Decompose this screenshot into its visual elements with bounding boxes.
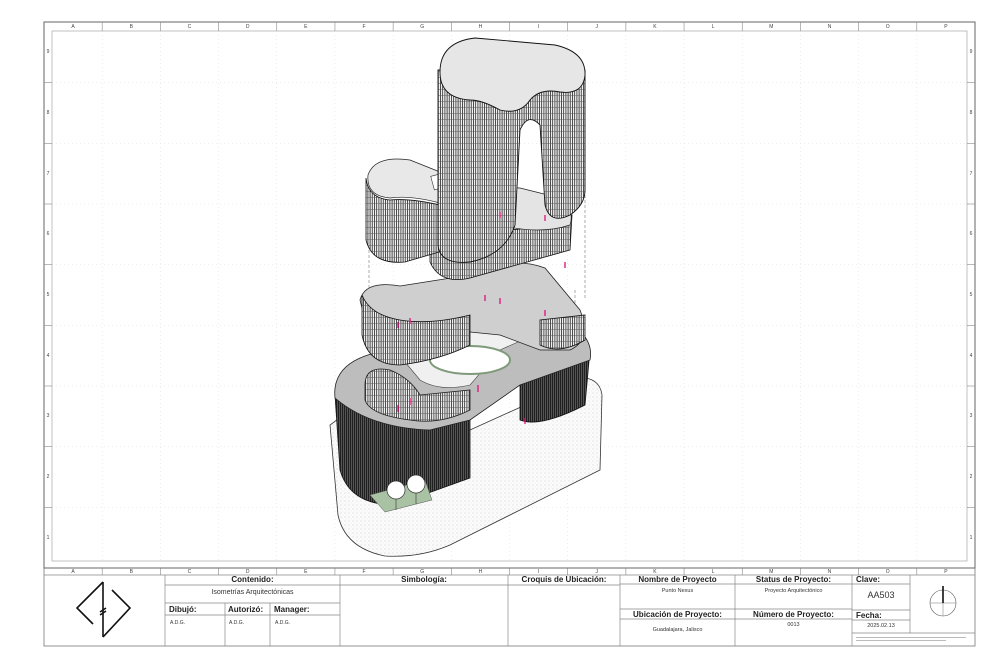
nombre-value: Punto Nexus <box>661 588 694 594</box>
ubicacion-label: Ubicación de Proyecto: <box>633 610 722 619</box>
grid-column-label: E <box>304 23 308 30</box>
grid-row-label: 9 <box>46 49 50 56</box>
grid-column-label: D <box>245 568 250 575</box>
grid-column-label: M <box>769 23 774 30</box>
grid-row-label: 7 <box>46 170 50 177</box>
grid-row-label: 3 <box>46 413 50 420</box>
title-block-lines <box>43 567 976 647</box>
grid-column-label: J <box>595 568 599 575</box>
grid-row-label: 4 <box>46 352 50 359</box>
grid-column-label: H <box>478 568 483 575</box>
status-value: Proyecto Arquitectónico <box>764 588 823 594</box>
grid-row-label: 6 <box>46 231 50 238</box>
grid-row-label: 7 <box>969 170 973 177</box>
tower-roof <box>439 37 586 112</box>
fecha-value: 2025.02.13 <box>867 623 895 629</box>
company-logo <box>75 581 132 638</box>
grid-row-label: 8 <box>969 110 973 116</box>
grid-column-label: A <box>71 568 75 575</box>
fecha-label: Fecha: <box>856 611 882 620</box>
clave-label: Clave: <box>856 575 881 584</box>
grid-column-label: G <box>420 23 425 30</box>
grid-column-label: N <box>827 23 832 30</box>
grid-column-label: D <box>245 23 250 30</box>
grid-column-label: F <box>362 23 366 30</box>
tree <box>386 480 406 500</box>
occupancy-markers <box>397 212 566 424</box>
north-arrow-icon <box>929 586 957 617</box>
grid-column-label: L <box>711 568 715 575</box>
nombre-label: Nombre de Proyecto <box>638 575 717 584</box>
tree <box>406 474 426 494</box>
grid-column-label: N <box>827 568 832 575</box>
contenido-value: Isometrías Arquitectónicas <box>211 589 294 596</box>
ubicacion-value: Guadalajara, Jalisco <box>652 627 703 633</box>
grid-row-label: 8 <box>46 110 50 116</box>
grid-column-label: K <box>653 568 657 575</box>
numero-label: Número de Proyecto: <box>753 610 834 619</box>
grid-column-label: A <box>71 23 75 30</box>
grid-column-label: I <box>537 23 540 30</box>
grid-column-label: C <box>187 568 192 575</box>
grid-column-label: O <box>885 23 890 30</box>
autorizo-value: A.D.G. <box>229 620 245 626</box>
dibujo-label: Dibujó: <box>169 605 197 614</box>
grid-column-label: E <box>304 568 308 575</box>
grid-row-label: 9 <box>969 49 973 56</box>
isometric-building <box>329 37 603 557</box>
grid-column-label: B <box>129 568 133 575</box>
grid-column-label: C <box>187 23 192 30</box>
grid-row-label: 6 <box>969 231 973 238</box>
contenido-label: Contenido: <box>231 575 274 584</box>
grid-row-label: 4 <box>969 352 973 359</box>
grid-row-label: 5 <box>46 292 50 298</box>
autorizo-label: Autorizó: <box>228 605 264 614</box>
grid-column-label: F <box>362 568 366 575</box>
grid-row-label: 1 <box>46 534 50 541</box>
dibujo-value: A.D.G. <box>170 620 186 626</box>
grid-column-label: P <box>944 23 948 30</box>
level-3-facade <box>361 294 471 366</box>
grid-row-label: 2 <box>969 474 973 480</box>
fine-print <box>856 637 966 641</box>
status-label: Status de Proyecto: <box>755 575 832 584</box>
manager-value: A.D.G. <box>275 620 291 626</box>
grid-column-label: M <box>769 568 774 575</box>
grid-column-label: G <box>420 568 425 575</box>
grid-column-label: B <box>129 23 133 30</box>
grid-column-label: P <box>944 568 948 575</box>
simbologia-label: Simbología: <box>401 575 447 584</box>
numero-value: 0013 <box>787 622 800 628</box>
grid-row-label: 2 <box>46 474 50 480</box>
grid-column-label: O <box>885 568 890 575</box>
manager-label: Manager: <box>274 605 310 614</box>
grid-column-label: I <box>537 568 540 575</box>
grid-column-label: K <box>653 23 657 30</box>
lower-ring <box>364 368 471 422</box>
grid-column-label: L <box>711 23 715 30</box>
grid-row-label: 1 <box>969 534 973 541</box>
grid-row-label: 3 <box>969 413 973 420</box>
grid-column-label: H <box>478 23 483 30</box>
tower-facade <box>437 69 586 263</box>
grid-row-label: 5 <box>969 292 973 298</box>
grid-column-label: J <box>595 23 599 30</box>
croquis-label: Croquis de Ubicación: <box>521 575 607 584</box>
clave-value: AA503 <box>867 590 895 600</box>
